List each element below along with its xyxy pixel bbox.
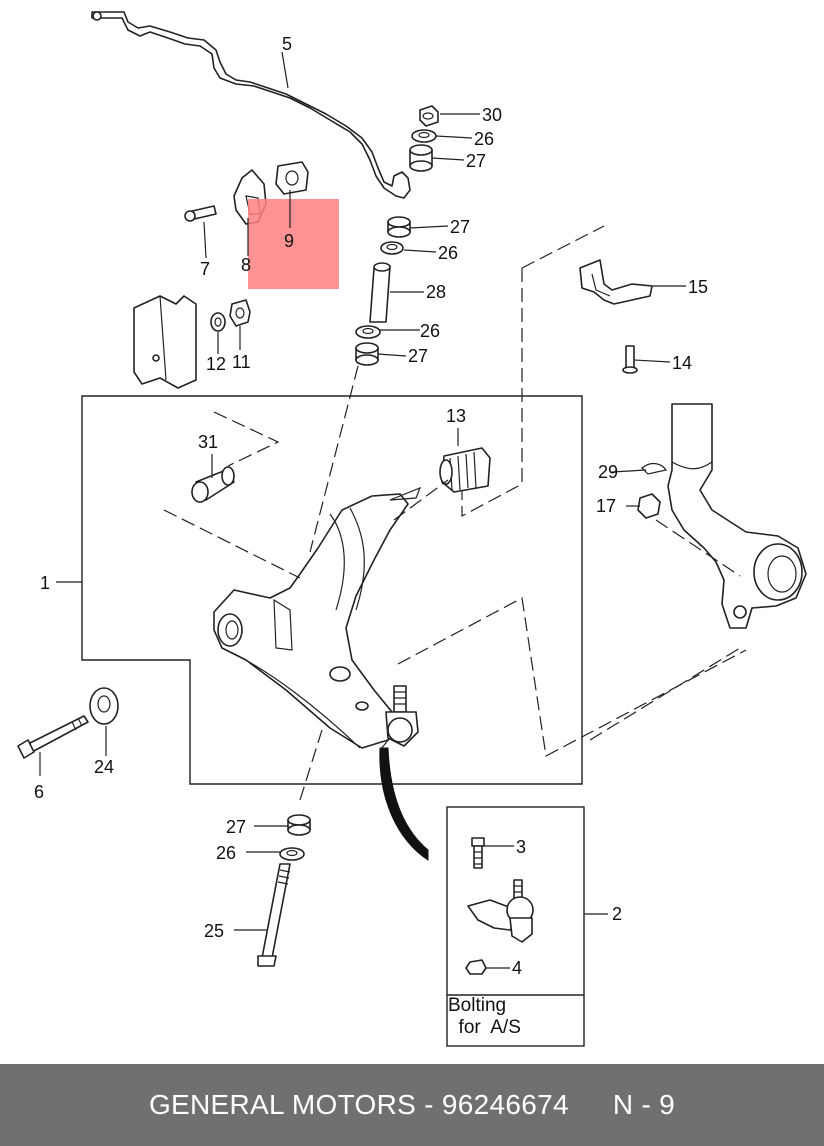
bushing-31 — [191, 466, 235, 503]
bolt-6 — [17, 715, 89, 759]
callout-26: 26 — [474, 129, 494, 149]
ball-joint — [385, 685, 419, 747]
callout-26: 26 — [438, 243, 458, 263]
nut-11 — [229, 299, 251, 327]
washer-26-low — [355, 325, 381, 339]
callout-9: 9 — [284, 231, 294, 251]
mounting-bracket — [133, 295, 197, 389]
bushing-27-lower — [387, 216, 411, 238]
detail-frame — [81, 395, 583, 785]
callout-17: 17 — [596, 496, 616, 516]
callout-7: 7 — [200, 259, 210, 279]
dashed-guide-lines — [163, 225, 747, 801]
callout-28: 28 — [426, 282, 446, 302]
bushing-13 — [439, 447, 491, 493]
inset-panel — [446, 806, 585, 1047]
callout-25: 25 — [204, 921, 224, 941]
washer-12 — [210, 312, 226, 332]
callout-8: 8 — [241, 255, 251, 275]
callout-11: 11 — [232, 352, 251, 372]
callout-4: 4 — [512, 958, 522, 978]
bushing-24 — [89, 687, 119, 725]
callout-27: 27 — [450, 217, 470, 237]
stabilizer-bar — [91, 11, 411, 199]
nut-17 — [637, 493, 661, 519]
callout-27: 27 — [466, 151, 486, 171]
stabilizer-link-nut-30 — [419, 105, 439, 127]
inset-caption-line2: for A/S — [448, 1017, 521, 1038]
callout-1: 1 — [40, 573, 50, 593]
highlight-box — [248, 199, 339, 289]
bushing-27-bottom — [355, 342, 379, 366]
callout-26: 26 — [216, 843, 236, 863]
separator: - — [424, 1089, 434, 1120]
bushing-9 — [275, 161, 309, 195]
exploded-parts-diagram: 5 30 26 27 9 27 26 7 8 28 15 26 27 12 11… — [17, 11, 807, 1047]
link-bolt-25 — [257, 863, 291, 967]
washer-26-lower-link — [279, 847, 305, 861]
spacer-28 — [369, 262, 391, 323]
callout-3: 3 — [516, 837, 526, 857]
inset-caption-line1: Bolting — [448, 995, 507, 1016]
page-reference: N - 9 — [612, 1089, 676, 1120]
washer-26-top — [411, 129, 437, 143]
callout-31: 31 — [198, 432, 218, 452]
callout-13: 13 — [446, 406, 466, 426]
lower-control-arm — [213, 486, 422, 749]
bolt-7 — [184, 205, 217, 222]
clamp-bracket-15 — [579, 259, 653, 305]
callout-2: 2 — [612, 904, 622, 924]
callout-26: 26 — [420, 321, 440, 341]
brand-name: GENERAL MOTORS — [148, 1089, 417, 1120]
callout-labels: 5 30 26 27 9 27 26 7 8 28 15 26 27 12 11… — [34, 34, 708, 978]
cotter-pin-29 — [641, 462, 667, 475]
callout-15: 15 — [688, 277, 708, 297]
callout-27: 27 — [226, 817, 246, 837]
callout-12: 12 — [206, 354, 226, 374]
inset-caption: Bolting for A/S — [448, 995, 583, 1043]
steering-knuckle — [667, 403, 807, 629]
callout-14: 14 — [672, 353, 692, 373]
bushing-27-lower-link — [287, 814, 311, 836]
footer-bar: GENERAL MOTORS - 96246674 N - 9 — [0, 1064, 824, 1146]
callout-6: 6 — [34, 782, 44, 802]
callout-5: 5 — [282, 34, 292, 54]
callout-30: 30 — [482, 105, 502, 125]
part-number: 96246674 — [441, 1089, 569, 1120]
bushing-27-top — [409, 144, 433, 172]
callout-24: 24 — [94, 757, 114, 777]
callout-arrow — [379, 747, 429, 861]
callout-27: 27 — [408, 346, 428, 366]
washer-26-mid — [380, 241, 404, 255]
leader-lines — [39, 51, 686, 969]
callout-29: 29 — [598, 462, 618, 482]
bolt-14 — [622, 345, 638, 374]
